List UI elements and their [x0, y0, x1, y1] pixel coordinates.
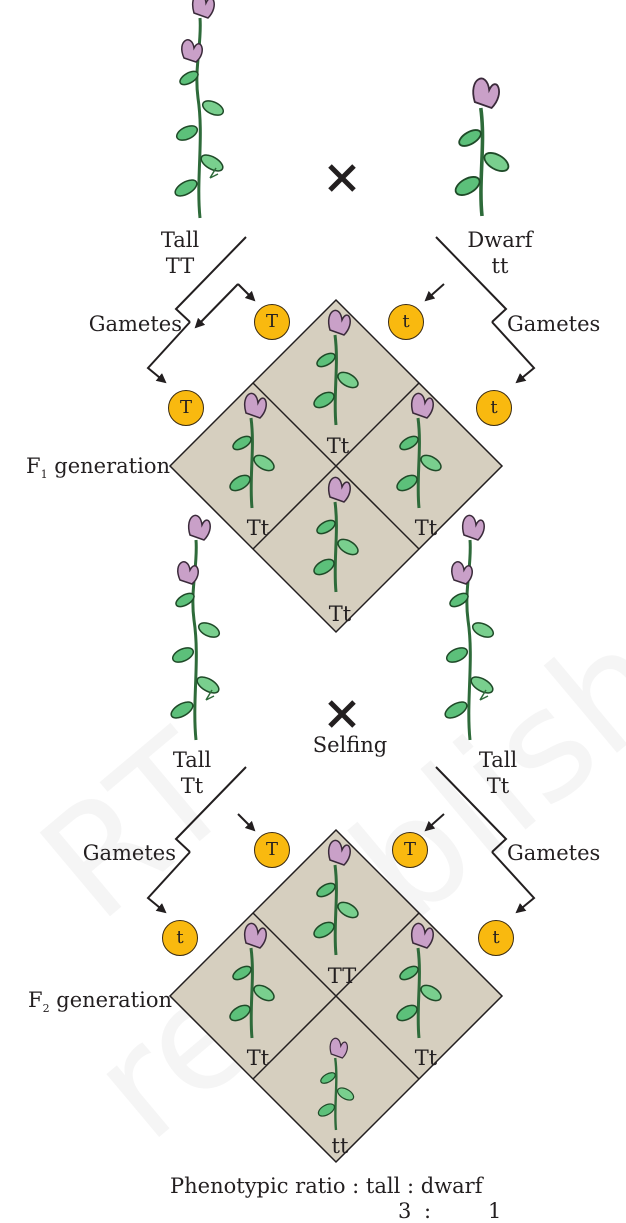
selfing-right-phenotype: Tall [478, 748, 518, 772]
f2-generation-label: F2 generation [28, 988, 172, 1016]
f1-right-gamete-lines [424, 236, 536, 384]
f2-punnett-square [168, 828, 504, 1164]
selfing-label: Selfing [312, 733, 388, 757]
ratio-dwarf-value: 1 [488, 1199, 502, 1223]
right-parent-phenotype: Dwarf [467, 228, 533, 252]
cross-mark-icon [328, 164, 356, 192]
f2-left-bottom-gamete: t [162, 920, 198, 956]
phenotypic-ratio-label: Phenotypic ratio : tall : dwarf [170, 1174, 483, 1198]
f1-cell-left-genotype: Tt [246, 516, 270, 540]
f1-left-gametes-label: Gametes [88, 312, 182, 336]
f1-punnett-square [168, 298, 504, 634]
f1-cell-right-genotype: Tt [414, 516, 438, 540]
f2-cell-left-genotype: Tt [246, 1046, 270, 1070]
f1-left-gamete-lines [146, 236, 256, 384]
ratio-separator: : [424, 1199, 432, 1223]
f1-right-gametes-label: Gametes [507, 312, 601, 336]
f2-left-gametes-label: Gametes [82, 841, 176, 865]
f2-right-gametes-label: Gametes [507, 841, 601, 865]
cross-mark-icon [328, 700, 356, 728]
f1-cell-top-genotype: Tt [326, 434, 350, 458]
dwarf-parent-plant-icon [450, 76, 514, 218]
f2-right-gamete-lines [424, 766, 536, 914]
f2-cell-top-genotype: TT [327, 964, 357, 988]
f2-cell-bottom-genotype: tt [331, 1134, 349, 1158]
selfing-left-genotype: Tt [180, 774, 204, 798]
tall-tt-right-plant-icon [441, 513, 498, 742]
f2-right-top-gamete: T [392, 832, 428, 868]
left-parent-genotype: TT [165, 254, 195, 278]
f1-left-top-gamete: T [254, 304, 290, 340]
ratio-tall-value: 3 [398, 1199, 412, 1223]
f2-left-top-gamete: T [254, 832, 290, 868]
selfing-left-phenotype: Tall [172, 748, 212, 772]
f2-left-gamete-lines [146, 766, 256, 914]
left-parent-phenotype: Tall [160, 228, 200, 252]
f1-left-bottom-gamete: T [168, 390, 204, 426]
f1-cell-bottom-genotype: Tt [328, 602, 352, 626]
f2-right-bottom-gamete: t [478, 920, 514, 956]
right-parent-genotype: tt [491, 254, 509, 278]
f2-cell-right-genotype: Tt [414, 1046, 438, 1070]
tall-parent-plant-icon [171, 0, 228, 220]
tall-tt-left-plant-icon [167, 513, 224, 742]
f1-right-bottom-gamete: t [476, 390, 512, 426]
f1-right-top-gamete: t [388, 304, 424, 340]
selfing-right-genotype: Tt [486, 774, 510, 798]
f1-generation-label: F1 generation [26, 454, 170, 482]
